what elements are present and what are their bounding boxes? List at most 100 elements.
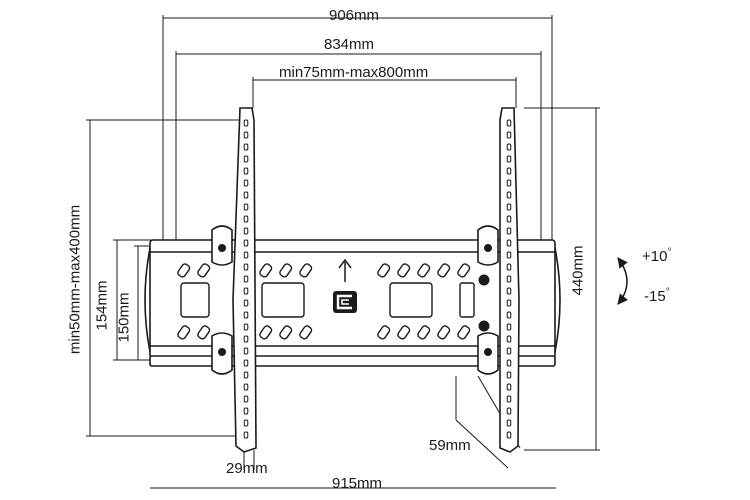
dimension-line-29 bbox=[243, 450, 255, 470]
arm-hole bbox=[506, 407, 512, 415]
plate-slot bbox=[177, 325, 191, 340]
plate-slot bbox=[457, 325, 471, 340]
dimension-line-906 bbox=[162, 15, 553, 240]
arm-hole bbox=[506, 395, 512, 403]
plate-slot bbox=[299, 263, 313, 278]
arm-hole bbox=[506, 359, 512, 367]
plate-slot bbox=[177, 263, 191, 278]
plate-slot bbox=[397, 325, 411, 340]
label-906: 906mm bbox=[329, 7, 380, 24]
label-440: 440mm bbox=[569, 245, 587, 296]
arm-hole bbox=[243, 119, 249, 127]
arm-hole bbox=[243, 167, 249, 175]
arm-hole bbox=[243, 371, 249, 379]
tilt-knobs bbox=[218, 244, 492, 356]
dimension-line-vesa-vertical bbox=[86, 119, 240, 437]
arm-hole bbox=[243, 359, 249, 367]
arm-hole bbox=[506, 143, 512, 151]
label-vesa-vertical: min50mm-max400mm bbox=[66, 204, 84, 355]
arm-hole bbox=[243, 323, 249, 331]
plate-slot bbox=[259, 325, 273, 340]
right-arm-holes bbox=[506, 119, 512, 439]
plate-slot bbox=[417, 263, 431, 278]
up-arrow-icon bbox=[338, 258, 352, 282]
plate-slot bbox=[197, 325, 211, 340]
dimension-line-834 bbox=[175, 51, 542, 240]
arm-hole bbox=[243, 275, 249, 283]
plate-slot bbox=[279, 325, 293, 340]
arm-hole bbox=[506, 215, 512, 223]
arm-hole bbox=[506, 167, 512, 175]
arm-hole bbox=[506, 299, 512, 307]
plate-slot bbox=[397, 263, 411, 278]
arm-hole bbox=[243, 287, 249, 295]
plate-slot bbox=[457, 263, 471, 278]
arm-hole bbox=[506, 347, 512, 355]
label-tilt-down: -15° bbox=[644, 287, 670, 305]
label-vesa-horizontal: min75mm-max800mm bbox=[279, 64, 429, 81]
plate-slot bbox=[437, 325, 451, 340]
arm-hole bbox=[506, 251, 512, 259]
plate-slot bbox=[299, 325, 313, 340]
arm-hole bbox=[506, 371, 512, 379]
plate-slot bbox=[197, 263, 211, 278]
arm-hole bbox=[243, 155, 249, 163]
arm-hole bbox=[506, 203, 512, 211]
plate-slot bbox=[259, 263, 273, 278]
arm-hole bbox=[506, 191, 512, 199]
arm-hole bbox=[506, 239, 512, 247]
plate-slot bbox=[437, 263, 451, 278]
arm-hole bbox=[506, 119, 512, 127]
arm-hole bbox=[243, 395, 249, 403]
arm-hole bbox=[243, 179, 249, 187]
arm-hole bbox=[243, 347, 249, 355]
arm-hole bbox=[243, 191, 249, 199]
arm-hole bbox=[243, 383, 249, 391]
arm-hole bbox=[243, 251, 249, 259]
arm-hole bbox=[243, 407, 249, 415]
arm-hole bbox=[506, 383, 512, 391]
arm-hole bbox=[243, 215, 249, 223]
label-150: 150mm bbox=[115, 292, 133, 343]
arm-hole bbox=[243, 419, 249, 427]
arm-hole bbox=[243, 311, 249, 319]
arm-hole bbox=[506, 431, 512, 439]
arm-hole bbox=[243, 263, 249, 271]
arm-hole bbox=[506, 155, 512, 163]
arm-hole bbox=[506, 263, 512, 271]
arm-hole bbox=[506, 287, 512, 295]
tilt-arrow-icon bbox=[617, 257, 629, 305]
arm-hole bbox=[506, 335, 512, 343]
logo-icon bbox=[333, 291, 357, 313]
arm-hole bbox=[506, 179, 512, 187]
plate-cutouts bbox=[180, 282, 475, 318]
arm-hole bbox=[243, 143, 249, 151]
label-tilt-up: +10° bbox=[642, 247, 672, 265]
label-154: 154mm bbox=[93, 280, 111, 331]
plate-slots bbox=[177, 263, 471, 340]
label-59: 59mm bbox=[429, 437, 471, 454]
arm-hole bbox=[243, 227, 249, 235]
dimension-line-440 bbox=[524, 107, 600, 451]
arm-hole bbox=[243, 299, 249, 307]
arm-hole bbox=[243, 431, 249, 439]
arm-hole bbox=[506, 275, 512, 283]
arm-hole bbox=[506, 323, 512, 331]
label-29: 29mm bbox=[226, 460, 268, 477]
arm-hole bbox=[506, 227, 512, 235]
plate-slot bbox=[417, 325, 431, 340]
plate-slot bbox=[377, 325, 391, 340]
left-arm-holes bbox=[243, 119, 249, 439]
label-834: 834mm bbox=[324, 36, 375, 53]
arm-hole bbox=[506, 419, 512, 427]
arm-hole bbox=[243, 131, 249, 139]
plate-slot bbox=[377, 263, 391, 278]
arm-hole bbox=[243, 239, 249, 247]
arm-hole bbox=[506, 131, 512, 139]
arm-hole bbox=[243, 203, 249, 211]
label-915: 915mm bbox=[332, 475, 383, 492]
arm-hole bbox=[243, 335, 249, 343]
dimension-line-vesa-horizontal bbox=[252, 77, 517, 108]
arm-hole bbox=[506, 311, 512, 319]
